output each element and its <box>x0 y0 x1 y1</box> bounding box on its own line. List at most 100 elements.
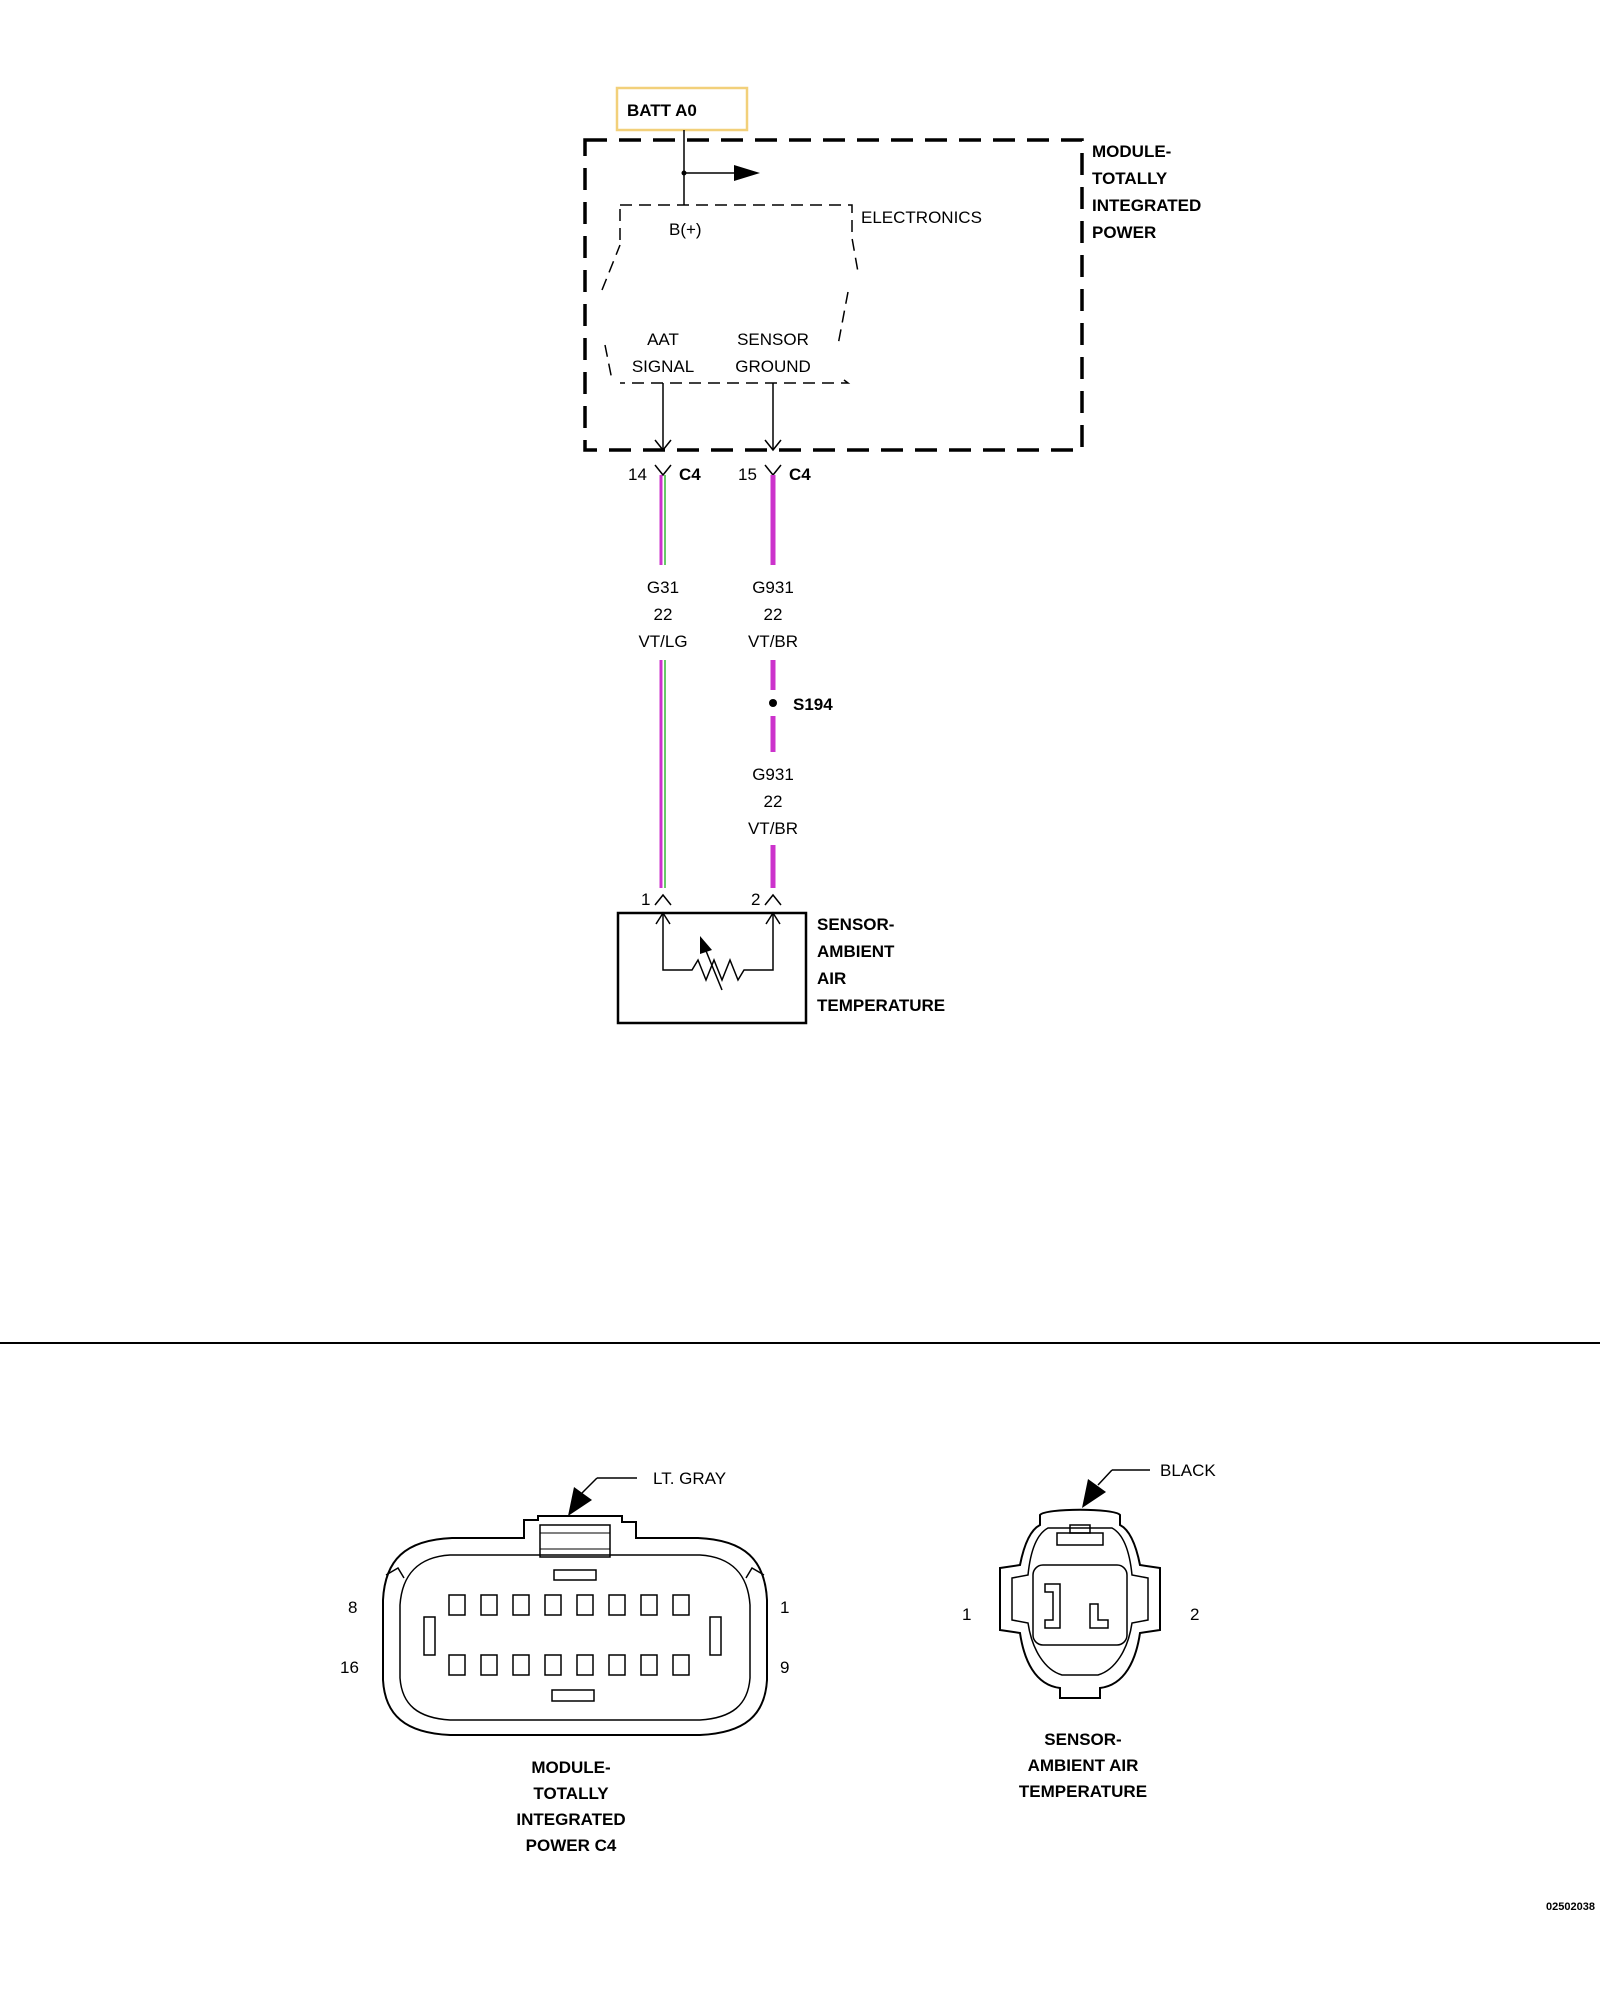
sensor-pin-2-label: 2 <box>751 890 760 909</box>
module-c4-connector-view: LT. GRAY 8 1 16 9 MODULE- <box>340 1469 789 1855</box>
sensor-conn-name-line-3: TEMPERATURE <box>1019 1782 1147 1801</box>
c4-cavity <box>544 1594 562 1616</box>
thermistor-circuit <box>662 913 774 983</box>
sensor-outline <box>616 911 808 1025</box>
c4-cavity <box>480 1654 498 1676</box>
sensor-callout-diag <box>1097 1469 1113 1486</box>
bplus-label: B(+) <box>669 220 702 239</box>
sensor-pin-1-label: 1 <box>641 890 650 909</box>
sensor-conn-name-line-1: SENSOR- <box>1044 1730 1121 1749</box>
wire-g31-color-code: VT/LG <box>638 632 687 651</box>
output-arrow-icon <box>734 165 760 181</box>
pin-15-label: 15 <box>738 465 757 484</box>
c4-callout-arrow-icon <box>568 1487 592 1516</box>
module-name-line-3: INTEGRATED <box>1092 196 1201 215</box>
c4-cavity <box>544 1654 562 1676</box>
c4-top-key <box>553 1569 597 1581</box>
sensor-name-line-3: AIR <box>817 969 846 988</box>
wire-g931-circuit: G931 <box>752 578 794 597</box>
c4-color-label: LT. GRAY <box>653 1469 726 1488</box>
sensor-name-line-2: AMBIENT <box>817 942 895 961</box>
sensor-name-line-4: TEMPERATURE <box>817 996 945 1015</box>
c4-cavity <box>448 1594 466 1616</box>
pin-15-connector-icon <box>764 464 782 477</box>
sensor-name-line-1: SENSOR- <box>817 915 894 934</box>
sensor-callout-arrow-icon <box>1082 1479 1106 1508</box>
c4-cavity <box>640 1594 658 1616</box>
aat-signal-line-2: SIGNAL <box>632 357 694 376</box>
c4-cavity <box>480 1594 498 1616</box>
c4-left-key <box>423 1616 436 1656</box>
c4-cavity <box>448 1654 466 1676</box>
c4-pin-1-label: 1 <box>780 1598 789 1617</box>
wire-g31-circuit: G31 <box>647 578 679 597</box>
thermistor-arrow-icon <box>700 936 712 954</box>
sensor-conn-pin-2-label: 2 <box>1190 1605 1199 1624</box>
sensor-conn-pin-1-label: 1 <box>962 1605 971 1624</box>
sensor-connector-view: BLACK 1 2 SENSOR- AMBIENT AIR TEMPERATUR… <box>962 1461 1216 1801</box>
electronics-outline <box>601 204 859 384</box>
wire-g31-gauge: 22 <box>654 605 673 624</box>
sensor-pin-2-connector-icon <box>764 893 782 906</box>
wire-g931: 15 C4 G931 22 VT/BR S194 G931 22 VT/BR 2 <box>738 464 833 909</box>
c4-name-line-1: MODULE- <box>531 1758 610 1777</box>
c4-right-key <box>709 1616 722 1656</box>
c4-corner-right <box>745 1566 765 1579</box>
c4-bottom-key <box>551 1689 595 1702</box>
wire-g31: 14 C4 G31 22 VT/LG 1 <box>628 464 701 909</box>
pin-14-connector-label: C4 <box>679 465 701 484</box>
batt-label-box <box>615 86 749 132</box>
c4-inner-shell <box>399 1554 751 1721</box>
thermistor-variable-arrow <box>703 945 723 991</box>
c4-name-line-4: POWER C4 <box>526 1836 617 1855</box>
module-name-line-4: POWER <box>1092 223 1156 242</box>
wire-g931-lower-gauge: 22 <box>764 792 783 811</box>
sensor-conn-inner <box>1011 1527 1149 1676</box>
c4-latch <box>539 1524 611 1558</box>
sensor-pin-1-connector-icon <box>654 893 672 906</box>
sensor-aat: SENSOR- AMBIENT AIR TEMPERATURE <box>616 911 945 1025</box>
c4-pin-16-label: 16 <box>340 1658 359 1677</box>
pin-14-connector-icon <box>654 464 672 477</box>
sensor-terminal-1 <box>1044 1583 1061 1629</box>
sensor-conn-latch <box>1056 1532 1104 1546</box>
wire-g931-color-code: VT/BR <box>748 632 798 651</box>
batt-label: BATT A0 <box>627 101 697 120</box>
figure-id: 02502038 <box>1546 1901 1595 1913</box>
wire-g931-gauge: 22 <box>764 605 783 624</box>
sensor-ground-line-1: SENSOR <box>737 330 809 349</box>
aat-signal-line-1: AAT <box>647 330 679 349</box>
c4-pin-9-label: 9 <box>780 1658 789 1677</box>
c4-callout-diag <box>581 1477 598 1494</box>
wire-g931-lower-circuit: G931 <box>752 765 794 784</box>
sensor-conn-latch-top <box>1069 1524 1091 1534</box>
c4-cavity <box>672 1654 690 1676</box>
c4-cavity <box>576 1594 594 1616</box>
c4-name-line-3: INTEGRATED <box>516 1810 625 1829</box>
c4-cavity <box>576 1654 594 1676</box>
sensor-ground-arrow-icon <box>764 439 782 452</box>
c4-pin-8-label: 8 <box>348 1598 357 1617</box>
c4-cavity <box>512 1594 530 1616</box>
sensor-conn-outer <box>999 1508 1161 1699</box>
aat-signal-arrow-icon <box>654 439 672 452</box>
c4-cavity <box>608 1594 626 1616</box>
splice-dot <box>769 699 777 707</box>
module-tipm: BATT A0 MODULE- TOTALLY INTEGRATED POWER… <box>583 86 1201 452</box>
pin-15-connector-label: C4 <box>789 465 811 484</box>
sensor-conn-face <box>1032 1564 1128 1646</box>
c4-outer-shell <box>382 1515 768 1736</box>
c4-cavity <box>672 1594 690 1616</box>
sensor-ground-line-2: GROUND <box>735 357 811 376</box>
electronics-label: ELECTRONICS <box>861 208 982 227</box>
module-outline <box>583 138 1084 452</box>
sensor-conn-name-line-2: AMBIENT AIR <box>1028 1756 1139 1775</box>
splice-label: S194 <box>793 695 833 714</box>
wire-g931-lower-color-code: VT/BR <box>748 819 798 838</box>
sensor-terminal-2 <box>1089 1603 1109 1629</box>
pin-14-label: 14 <box>628 465 647 484</box>
sensor-color-label: BLACK <box>1160 1461 1216 1480</box>
c4-cavity <box>640 1654 658 1676</box>
module-name-line-1: MODULE- <box>1092 142 1171 161</box>
